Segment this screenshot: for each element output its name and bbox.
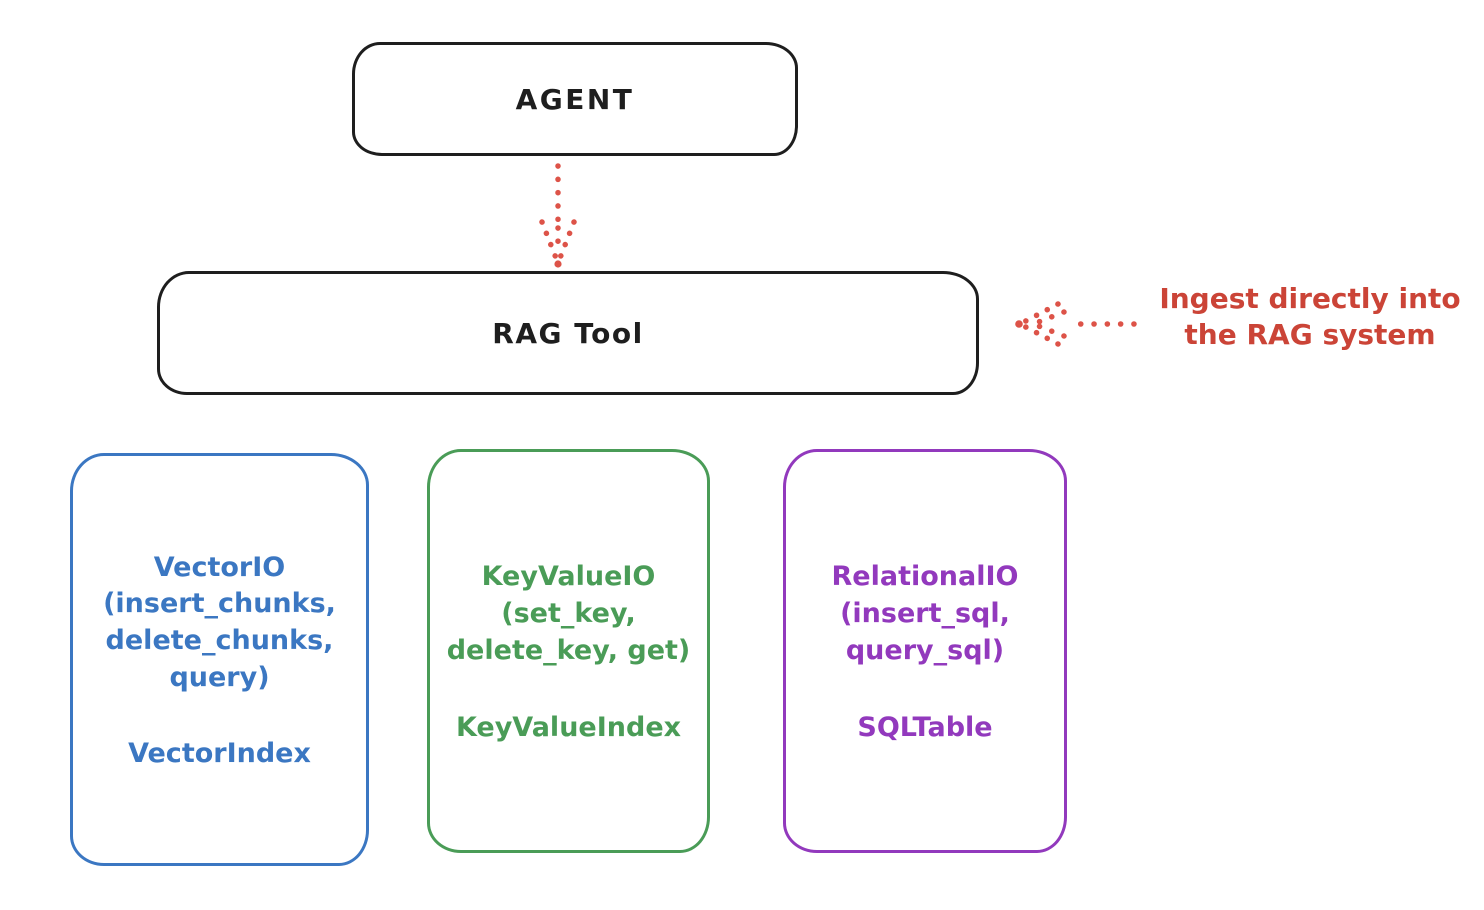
rag-tool-box: RAG Tool [157,271,979,395]
store-box-vector-io: VectorIO (insert_chunks, delete_chunks, … [70,453,369,866]
agent-label: AGENT [515,82,635,116]
keyvalue-io-title: KeyValueIO (set_key, delete_key, get) [446,561,691,666]
ingest-annotation-text: Ingest directly into the RAG system [1159,282,1461,352]
agent-box: AGENT [352,42,798,156]
agent-to-rag-dotted-arrow-icon [539,163,577,268]
keyvalue-index-label: KeyValueIndex [455,711,682,743]
store-box-relational-io: RelationalIO (insert_sql, query_sql) SQL… [783,449,1067,853]
sql-table-label: SQLTable [857,711,993,743]
store-box-keyvalue-io: KeyValueIO (set_key, delete_key, get) Ke… [427,449,710,853]
vector-index-label: VectorIndex [128,738,311,770]
relational-io-title: RelationalIO (insert_sql, query_sql) [831,561,1019,666]
rag-tool-label: RAG Tool [492,316,644,350]
vector-io-title: VectorIO (insert_chunks, delete_chunks, … [103,551,336,693]
ingest-dotted-arrow-icon [1015,301,1137,347]
